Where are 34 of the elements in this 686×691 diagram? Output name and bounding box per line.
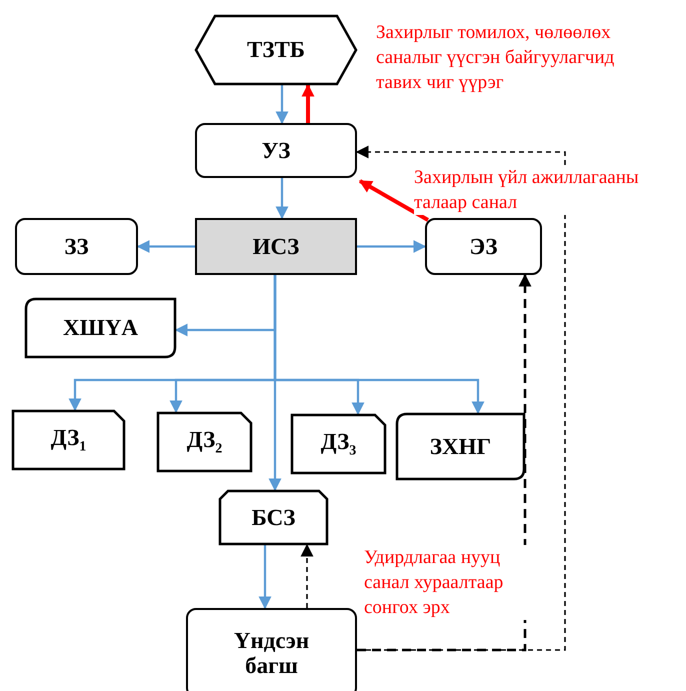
arrow — [302, 84, 314, 123]
arrow — [276, 178, 288, 220]
arrow — [276, 85, 288, 124]
node-label: ЗХНГ — [430, 434, 492, 460]
rounded-box — [425, 218, 542, 275]
node-label: ИСЗ — [252, 234, 300, 260]
rounded-box — [195, 123, 357, 178]
arrow — [358, 179, 429, 222]
node-label: ХШҮА — [62, 315, 138, 341]
arrow — [258, 545, 272, 610]
rounded-box — [186, 608, 357, 691]
node-label: УЗ — [262, 138, 290, 164]
arrow — [357, 240, 426, 253]
snipped-corner-box — [157, 412, 252, 472]
arrow — [300, 544, 314, 608]
node-label: ДЗ$_{3}$ — [320, 429, 356, 459]
arrow — [268, 275, 282, 492]
process-box — [195, 218, 357, 275]
node-label: ДЗ$_{1}$ — [50, 425, 86, 455]
node-label: ЗЗ — [64, 234, 89, 260]
rounded-box — [15, 218, 138, 275]
node-label: Үндсэн багш — [232, 628, 310, 678]
hexagon-node — [195, 15, 357, 85]
node-label: БСЗ — [252, 504, 296, 530]
rounded-corner-box — [25, 298, 176, 358]
node-label: ТЗТБ — [246, 37, 306, 63]
snipped-corner-box — [291, 414, 386, 474]
arrow — [136, 240, 195, 253]
snipped-corner-box — [12, 410, 125, 470]
node-label: ЭЗ — [469, 234, 498, 260]
node-label: ДЗ$_{2}$ — [186, 427, 222, 457]
snipped-corner-box — [219, 490, 328, 545]
arrow — [356, 146, 566, 651]
rounded-corner-box — [396, 413, 525, 480]
